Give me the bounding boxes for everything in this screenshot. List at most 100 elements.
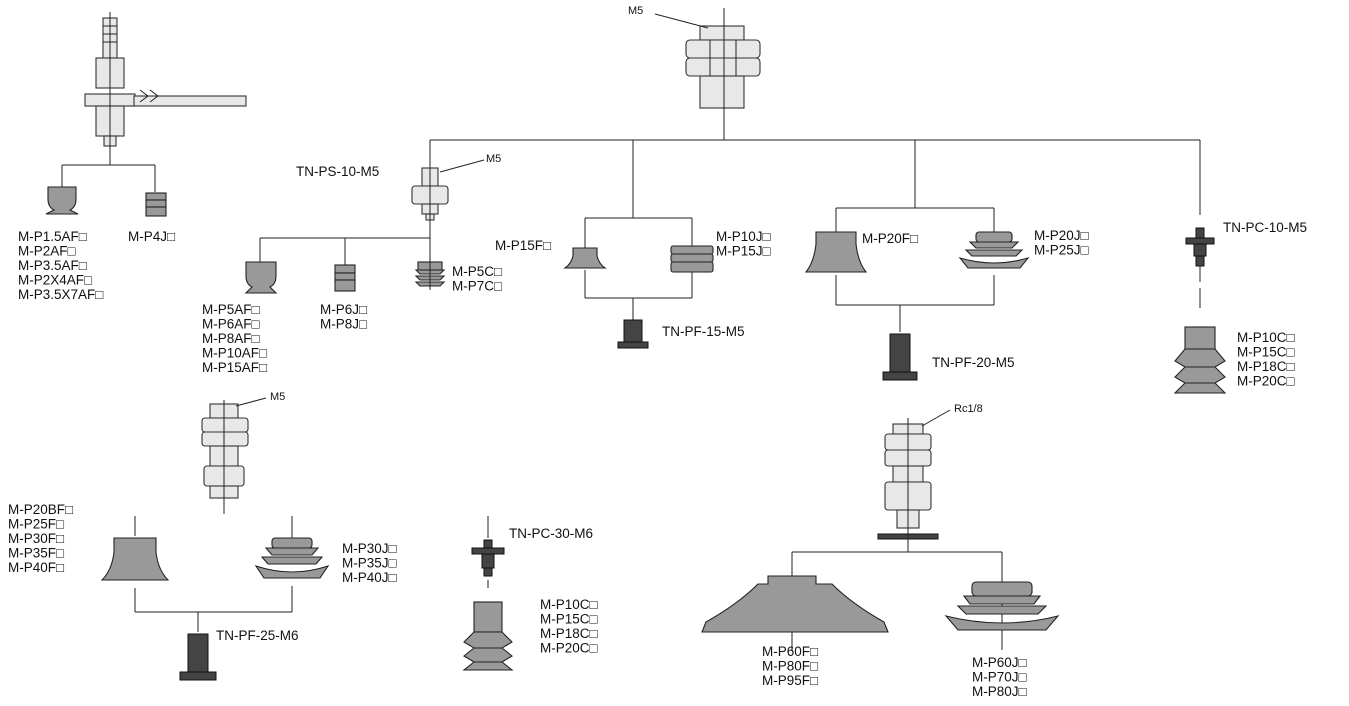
g2-cup-a-label-line: M-P15AF□ xyxy=(202,360,267,375)
g1-cup-a-label-line: M-P2X4AF□ xyxy=(18,273,92,288)
g1-cup-a-label-line: M-P1.5AF□ xyxy=(18,229,87,244)
g7-adapter-shape xyxy=(471,516,505,588)
g7-adapter-label: TN-PC-30-M6 xyxy=(509,526,593,541)
g3-cup-a-label: M-P15F□ xyxy=(495,238,551,253)
g4-cup-b-shape xyxy=(958,231,1030,269)
g8-cup-a-label: M-P60F□M-P80F□M-P95F□ xyxy=(762,644,818,688)
g2-cup-c-shape xyxy=(414,258,446,290)
g1-cup-a-label: M-P1.5AF□M-P2AF□M-P3.5AF□M-P2X4AF□M-P3.5… xyxy=(18,229,103,302)
top-hub-thread-leader xyxy=(654,13,709,29)
g1-cup-b-shape xyxy=(145,192,167,217)
g3-cup-b-shape xyxy=(670,245,714,273)
g3-cup-b-label: M-P10J□M-P15J□ xyxy=(716,229,771,259)
g8-holder-shape xyxy=(877,418,939,552)
top-hub-branch-lines xyxy=(429,139,1201,218)
top-hub-fitting xyxy=(685,8,761,140)
g8-cup-a-label-line: M-P60F□ xyxy=(762,644,818,659)
g4-cup-b-label: M-P20J□M-P25J□ xyxy=(1034,228,1089,258)
g2-adapter-label: TN-PS-10-M5 xyxy=(296,164,379,179)
g6-holder-shape xyxy=(201,400,249,514)
g2-cup-a-label-line: M-P5AF□ xyxy=(202,302,260,317)
g6-cup-a-shape xyxy=(100,537,170,581)
g2-cup-a-shape xyxy=(244,261,278,294)
g4-adapter-shape xyxy=(882,333,918,381)
g2-cup-b-label-line: M-P8J□ xyxy=(320,317,367,332)
g8-cup-a-shape xyxy=(701,575,889,633)
g2-thread-leader xyxy=(439,159,485,173)
g2-cup-a-label-line: M-P8AF□ xyxy=(202,331,260,346)
g5-cup-label-line: M-P18C□ xyxy=(1237,359,1295,374)
g3-branch-lines xyxy=(584,217,693,320)
g1-holder-assembly xyxy=(84,12,247,165)
g4-cup-b-label-line: M-P20J□ xyxy=(1034,228,1089,243)
g2-cup-b-shape xyxy=(334,264,356,292)
top-hub-thread-label: M5 xyxy=(628,5,643,17)
g6-branch-lines xyxy=(134,516,293,632)
g5-cup-label-line: M-P15C□ xyxy=(1237,345,1295,360)
g6-cup-a-label-line: M-P30F□ xyxy=(8,531,64,546)
g5-cup-label-line: M-P20C□ xyxy=(1237,374,1295,389)
g4-cup-b-label-line: M-P25J□ xyxy=(1034,243,1089,258)
g1-cup-a-label-line: M-P3.5AF□ xyxy=(18,258,87,273)
g1-cup-a-label-line: M-P3.5X7AF□ xyxy=(18,287,103,302)
g8-cup-b-label-line: M-P80J□ xyxy=(972,684,1027,699)
g8-thread-leader xyxy=(921,409,951,427)
g6-thread-label: M5 xyxy=(270,391,285,403)
g8-cup-b-label: M-P60J□M-P70J□M-P80J□ xyxy=(972,655,1027,699)
g2-cup-b-label-line: M-P6J□ xyxy=(320,302,367,317)
g3-cup-a-shape xyxy=(563,247,607,269)
g2-thread-label: M5 xyxy=(486,153,501,165)
g2-cup-b-label: M-P6J□M-P8J□ xyxy=(320,302,367,332)
g6-cup-a-label-line: M-P20BF□ xyxy=(8,502,73,517)
g4-cup-a-shape xyxy=(804,231,868,273)
g8-cup-a-label-line: M-P80F□ xyxy=(762,659,818,674)
g7-cup-label: M-P10C□M-P15C□M-P18C□M-P20C□ xyxy=(540,597,598,656)
g5-cup-label: M-P10C□M-P15C□M-P18C□M-P20C□ xyxy=(1237,330,1295,389)
g1-cup-b-label: M-P4J□ xyxy=(128,229,175,244)
g8-cup-b-label-line: M-P60J□ xyxy=(972,655,1027,670)
g2-cup-a-label-line: M-P10AF□ xyxy=(202,346,267,361)
g3-cup-b-label-line: M-P15J□ xyxy=(716,244,771,259)
g2-cup-c-label: M-P5C□M-P7C□ xyxy=(452,264,502,294)
g2-cup-a-label-line: M-P6AF□ xyxy=(202,317,260,332)
g6-cup-b-label-line: M-P30J□ xyxy=(342,541,397,556)
g1-cup-a-shape xyxy=(45,186,79,215)
g6-cup-a-label: M-P20BF□M-P25F□M-P30F□M-P35F□M-P40F□ xyxy=(8,502,73,575)
g6-cup-b-shape xyxy=(254,537,330,579)
g3-adapter-shape xyxy=(617,319,649,349)
g3-cup-b-label-line: M-P10J□ xyxy=(716,229,771,244)
g5-adapter-label: TN-PC-10-M5 xyxy=(1223,220,1307,235)
g6-cup-b-label-line: M-P40J□ xyxy=(342,570,397,585)
g7-cup-label-line: M-P20C□ xyxy=(540,641,598,656)
g4-cup-a-label: M-P20F□ xyxy=(862,231,918,246)
g2-adapter-shape xyxy=(411,164,449,238)
g1-cup-a-label-line: M-P2AF□ xyxy=(18,244,76,259)
g6-adapter-shape xyxy=(179,633,217,681)
g8-cup-b-label-line: M-P70J□ xyxy=(972,670,1027,685)
g6-adapter-label: TN-PF-25-M6 xyxy=(216,628,299,643)
g3-adapter-label: TN-PF-15-M5 xyxy=(662,324,745,339)
g6-cup-b-label-line: M-P35J□ xyxy=(342,556,397,571)
g6-cup-a-label-line: M-P40F□ xyxy=(8,560,64,575)
g2-cup-c-label-line: M-P5C□ xyxy=(452,264,502,279)
g6-thread-leader xyxy=(235,397,267,407)
g2-cup-a-label: M-P5AF□M-P6AF□M-P8AF□M-P10AF□M-P15AF□ xyxy=(202,302,267,375)
g4-branch-lines xyxy=(835,207,995,332)
g6-cup-b-label: M-P30J□M-P35J□M-P40J□ xyxy=(342,541,397,585)
g6-cup-a-label-line: M-P25F□ xyxy=(8,517,64,532)
g5-cup-shape xyxy=(1173,326,1227,394)
g7-cup-label-line: M-P15C□ xyxy=(540,612,598,627)
g1-branch-lines xyxy=(61,164,156,192)
g7-cup-label-line: M-P18C□ xyxy=(540,626,598,641)
g2-cup-c-label-line: M-P7C□ xyxy=(452,279,502,294)
g4-adapter-label: TN-PF-20-M5 xyxy=(932,355,1015,370)
g8-cup-b-shape xyxy=(944,581,1060,631)
g8-thread-label: Rc1/8 xyxy=(954,403,983,415)
g5-adapter-shape xyxy=(1185,227,1215,308)
g6-cup-a-label-line: M-P35F□ xyxy=(8,546,64,561)
g2-branch-lines xyxy=(259,237,431,265)
g8-cup-a-label-line: M-P95F□ xyxy=(762,673,818,688)
g5-cup-label-line: M-P10C□ xyxy=(1237,330,1295,345)
